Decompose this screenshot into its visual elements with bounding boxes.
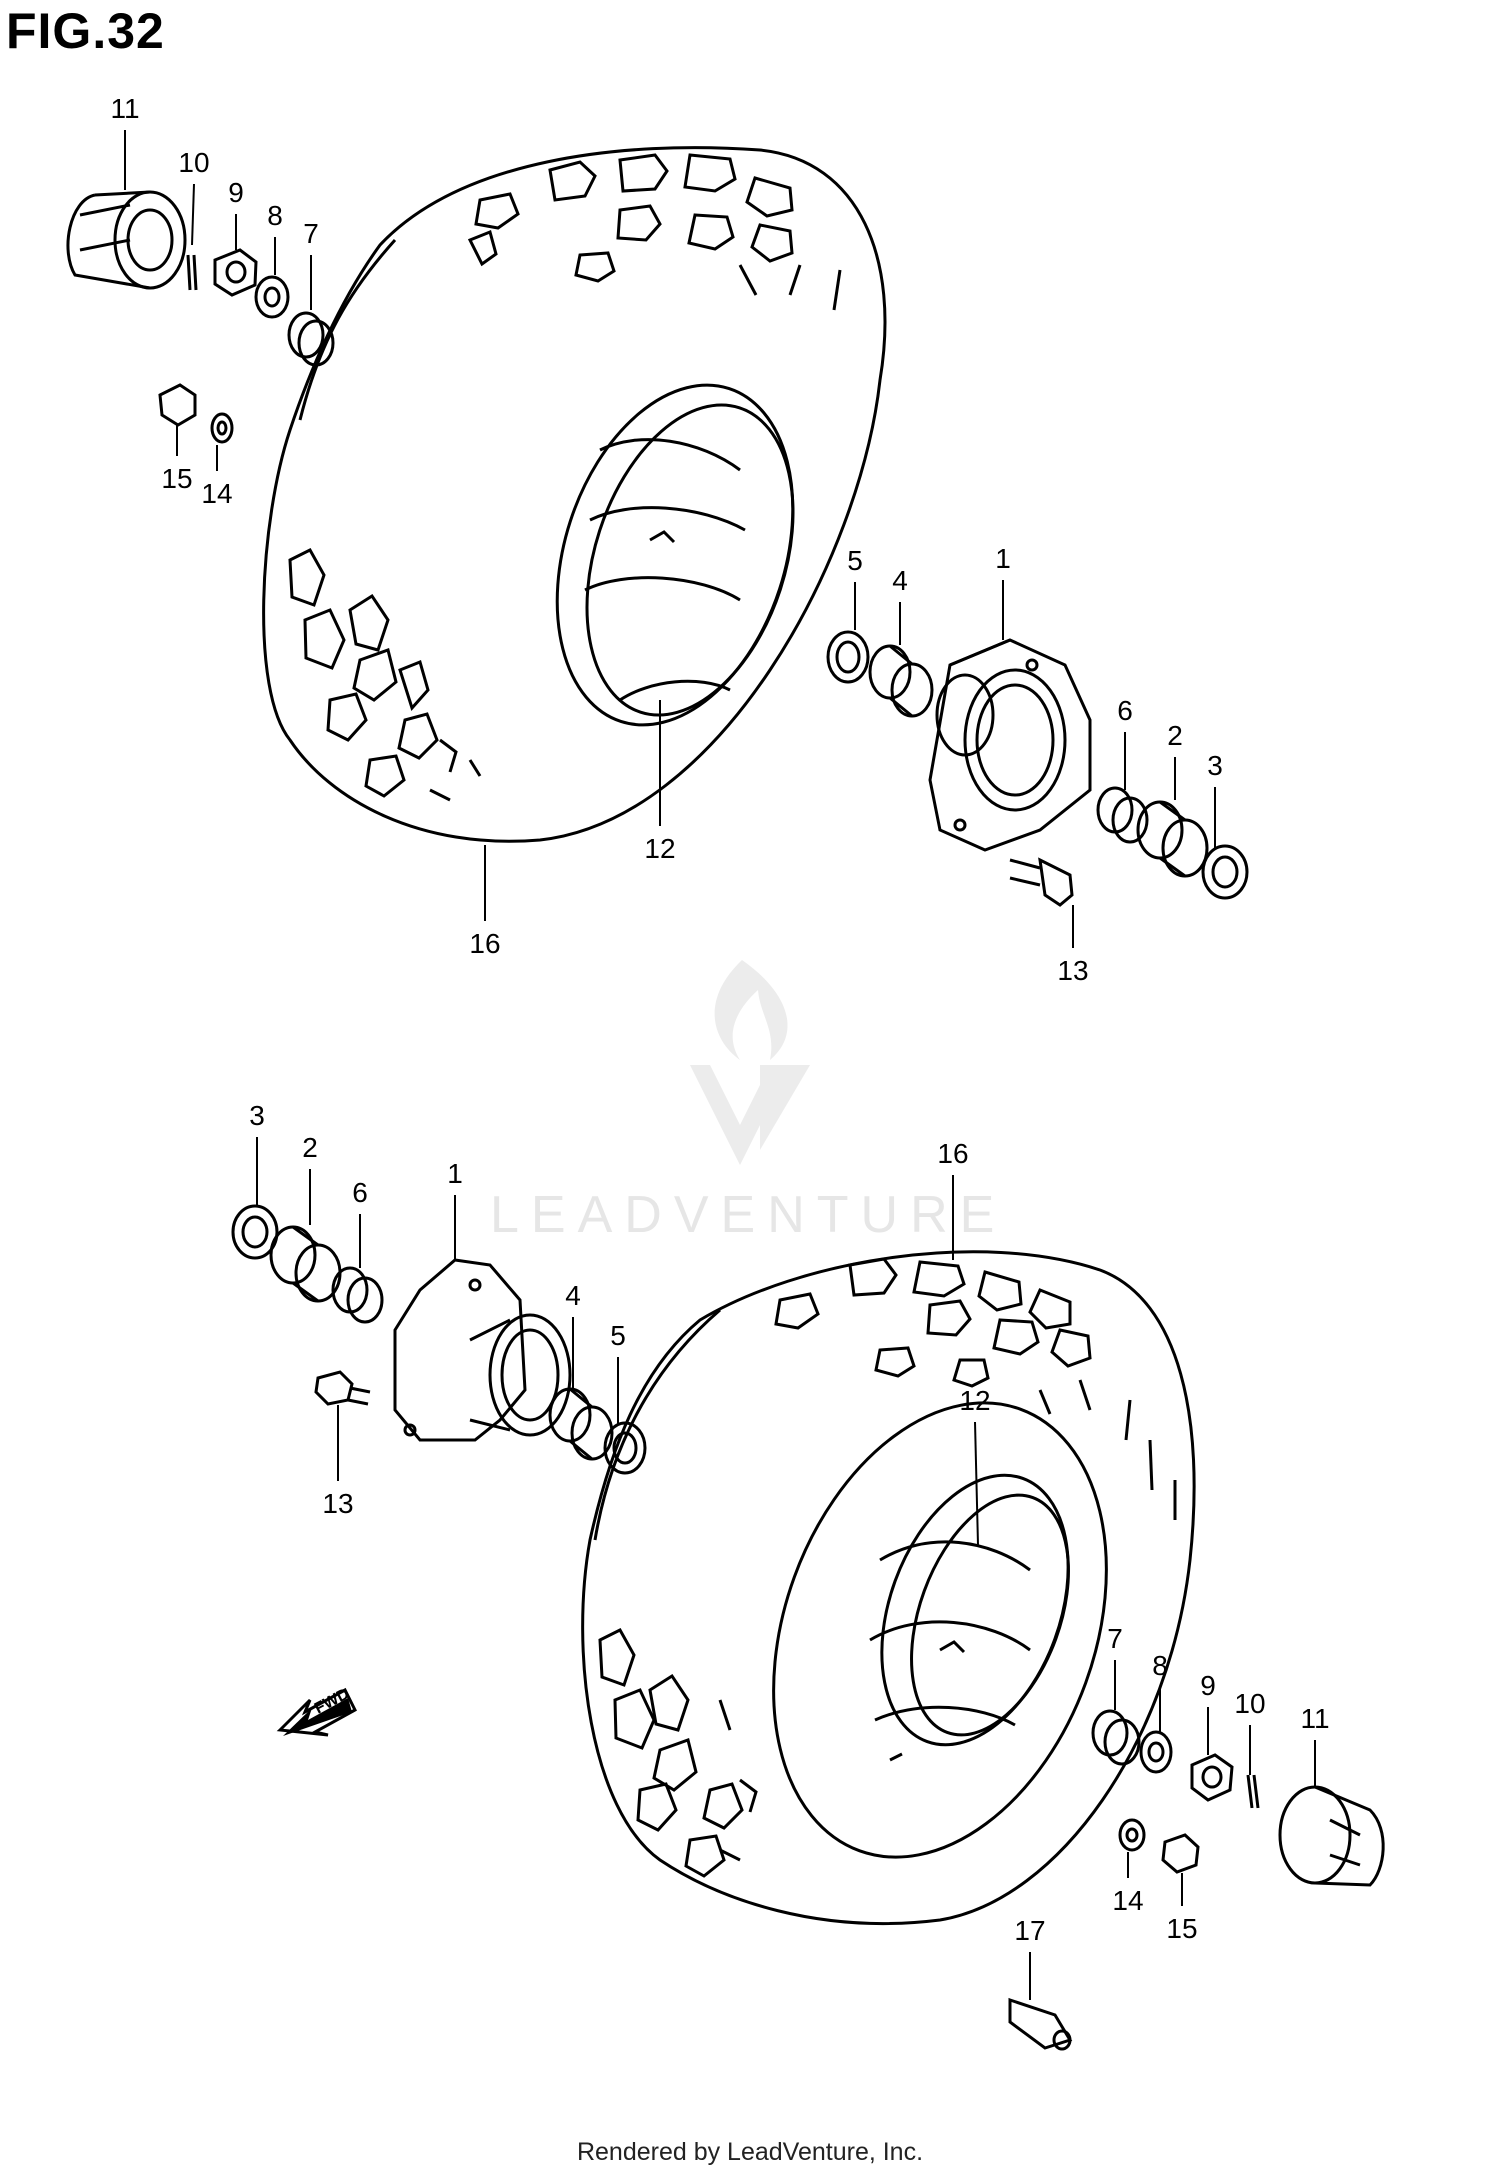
callout-bottom-6: 6 bbox=[352, 1177, 368, 1208]
watermark-logo-icon bbox=[690, 960, 810, 1165]
collar-6-bottom bbox=[331, 1266, 384, 1324]
top-wheel-assembly bbox=[66, 146, 1249, 907]
callout-bottom-11: 11 bbox=[1300, 1703, 1329, 1734]
callout-bottom-1: 1 bbox=[447, 1158, 463, 1189]
spacer-2-top bbox=[1136, 800, 1209, 878]
nut-15-top bbox=[158, 383, 197, 427]
bearing-3-top bbox=[1201, 844, 1249, 900]
nut-9-bottom bbox=[1190, 1753, 1234, 1802]
tire-16-top bbox=[262, 146, 887, 843]
callout-top-12: 12 bbox=[644, 833, 675, 864]
bottom-wheel-assembly bbox=[231, 1204, 1385, 2051]
callout-bottom-4: 4 bbox=[565, 1280, 581, 1311]
spacer-4-bottom bbox=[548, 1387, 614, 1461]
leader-lines bbox=[124, 130, 1316, 2000]
watermark-text: LEADVENTURE bbox=[490, 1186, 1007, 1244]
callout-bottom-3: 3 bbox=[249, 1100, 265, 1131]
tire-16-bottom bbox=[581, 1250, 1196, 1926]
washer-14-bottom bbox=[1118, 1818, 1146, 1852]
callout-bottom-5: 5 bbox=[610, 1320, 626, 1351]
leader-line-bottom-12 bbox=[974, 1421, 979, 1546]
cotter-pin-10-top bbox=[186, 254, 198, 291]
nut-15-bottom bbox=[1161, 1833, 1200, 1874]
callout-bottom-15: 15 bbox=[1166, 1913, 1197, 1944]
callout-bottom-12: 12 bbox=[959, 1385, 990, 1416]
callout-bottom-14: 14 bbox=[1112, 1885, 1143, 1916]
callout-top-8: 8 bbox=[267, 200, 283, 231]
callout-top-6: 6 bbox=[1117, 695, 1133, 726]
valve-17-bottom bbox=[1008, 1997, 1073, 2051]
spacer-4-top bbox=[868, 644, 934, 718]
spacer-2-bottom bbox=[269, 1225, 342, 1303]
callout-top-10: 10 bbox=[178, 147, 209, 178]
nut-9-top bbox=[213, 248, 258, 297]
callout-bottom-17: 17 bbox=[1014, 1915, 1045, 1946]
callout-top-15: 15 bbox=[161, 463, 192, 494]
callout-top-3: 3 bbox=[1207, 750, 1223, 781]
callout-top-1: 1 bbox=[995, 543, 1011, 574]
callout-top-4: 4 bbox=[892, 565, 908, 596]
rim-12-bottom bbox=[772, 1401, 1108, 1859]
callout-bottom-9: 9 bbox=[1200, 1670, 1216, 1701]
callout-bottom-13: 13 bbox=[322, 1488, 353, 1519]
callout-bottom-7: 7 bbox=[1107, 1623, 1123, 1654]
callout-bottom-16: 16 bbox=[937, 1138, 968, 1169]
washer-8-bottom bbox=[1139, 1730, 1173, 1774]
bolt-13-bottom bbox=[314, 1370, 371, 1406]
footer-credit: Rendered by LeadVenture, Inc. bbox=[576, 2138, 924, 2166]
hub-1-top bbox=[928, 638, 1092, 852]
spacer-7-top bbox=[287, 311, 335, 367]
hub-1-bottom bbox=[393, 1258, 572, 1442]
cap-11-bottom bbox=[1278, 1785, 1385, 1887]
callout-bottom-8: 8 bbox=[1152, 1650, 1168, 1681]
bearing-5-bottom bbox=[603, 1421, 647, 1475]
figure-title: FIG.32 bbox=[6, 3, 165, 59]
cotter-pin-10-bottom bbox=[1246, 1774, 1260, 1809]
collar-6-top bbox=[1096, 786, 1149, 844]
callout-top-13: 13 bbox=[1057, 955, 1088, 986]
callout-bottom-10: 10 bbox=[1234, 1688, 1265, 1719]
callout-top-5: 5 bbox=[847, 545, 863, 576]
callout-top-9: 9 bbox=[228, 177, 244, 208]
bolt-13-top bbox=[1009, 857, 1074, 907]
callout-top-16: 16 bbox=[469, 928, 500, 959]
spacer-7-bottom bbox=[1091, 1709, 1141, 1766]
washer-8-top bbox=[254, 275, 290, 319]
callout-top-11: 11 bbox=[110, 93, 139, 124]
fwd-arrow-icon: FWD bbox=[276, 1685, 357, 1737]
callout-top-14: 14 bbox=[201, 478, 232, 509]
bearing-3-bottom bbox=[231, 1204, 279, 1260]
leader-line-top-10 bbox=[191, 183, 195, 246]
callout-bottom-2: 2 bbox=[302, 1132, 318, 1163]
cap-11-top bbox=[66, 190, 187, 290]
washer-14-top bbox=[210, 412, 234, 444]
bearing-5-top bbox=[826, 630, 870, 684]
callout-top-2: 2 bbox=[1167, 720, 1183, 751]
rim-12-top bbox=[555, 383, 795, 727]
callout-top-7: 7 bbox=[303, 218, 319, 249]
